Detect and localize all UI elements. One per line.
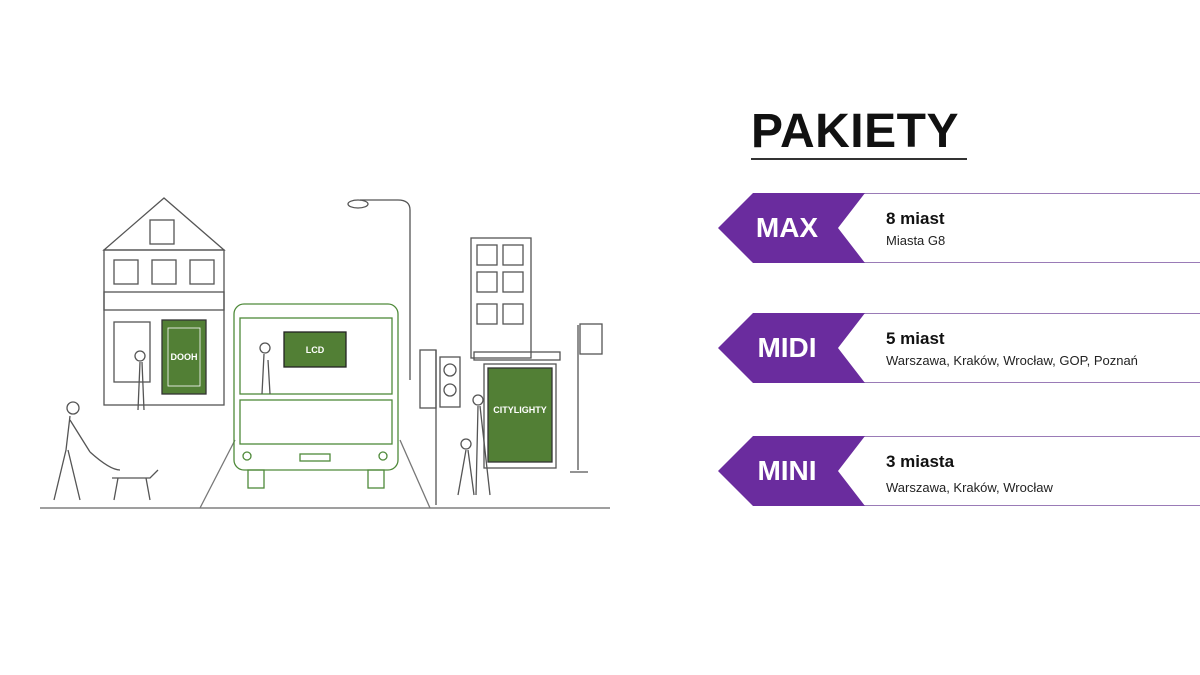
package-max[interactable]: MAX 8 miast Miasta G8 (718, 193, 1200, 263)
city-illustration: DOOH LCD CITYLIGHTY (40, 197, 610, 509)
citylight-label: CITYLIGHTY (493, 405, 547, 415)
package-mini[interactable]: MINI 3 miasta Warszawa, Kraków, Wrocław (718, 436, 1200, 506)
package-banner-shape (718, 436, 1200, 506)
package-cities: Miasta G8 (886, 233, 946, 248)
house: DOOH (102, 197, 226, 406)
package-banner-shape (718, 313, 1200, 383)
dooh-label: DOOH (171, 352, 198, 362)
pedestrians (134, 342, 491, 496)
package-headline: 5 miast (886, 329, 945, 348)
citylight: CITYLIGHTY (473, 351, 561, 469)
package-cities: Warszawa, Kraków, Wrocław, GOP, Poznań (886, 353, 1138, 368)
lcd-label: LCD (306, 345, 325, 355)
office-building (470, 237, 532, 359)
bus: LCD (233, 303, 399, 489)
package-midi[interactable]: MIDI 5 miast Warszawa, Kraków, Wrocław, … (718, 313, 1200, 383)
pedestrian-with-dog (53, 401, 159, 501)
package-name: MIDI (757, 332, 817, 363)
package-headline: 3 miasta (886, 452, 955, 471)
package-cities: Warszawa, Kraków, Wrocław (886, 480, 1053, 495)
page-title: PAKIETY (751, 106, 967, 160)
package-banner-shape (718, 193, 1200, 263)
package-name: MINI (757, 455, 817, 486)
package-headline: 8 miast (886, 209, 945, 228)
package-name: MAX (755, 212, 819, 243)
